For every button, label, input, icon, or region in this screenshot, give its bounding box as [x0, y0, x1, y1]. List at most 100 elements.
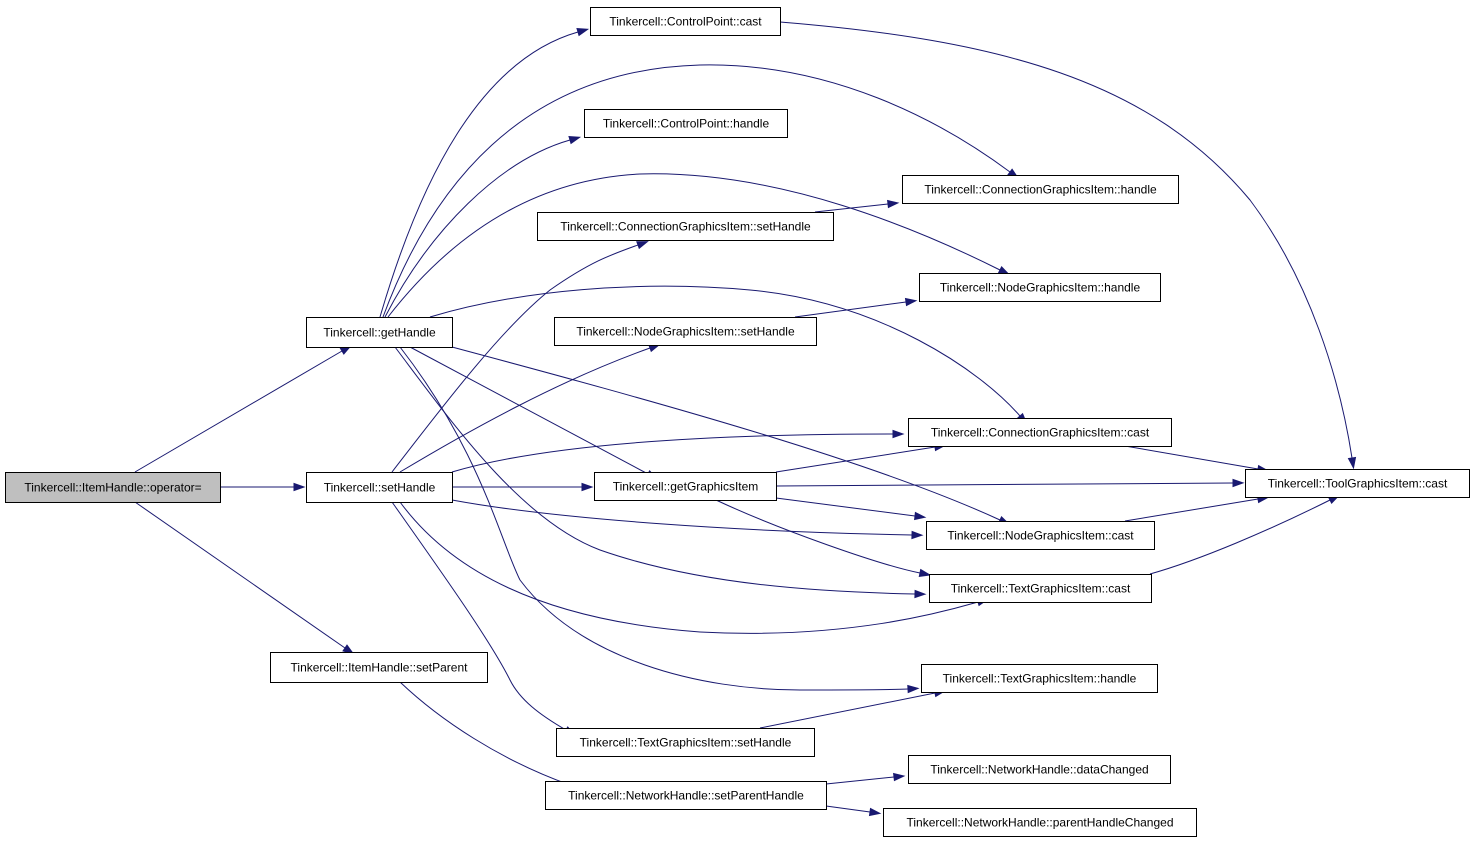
- arrowhead: [911, 530, 924, 540]
- node-cpHandle[interactable]: Tinkercell::ControlPoint::handle: [584, 109, 788, 138]
- edge-line: [451, 499, 913, 536]
- node-box: [556, 728, 815, 757]
- node-box: [270, 652, 488, 683]
- node-box: [545, 781, 827, 810]
- node-box: [929, 574, 1152, 603]
- edge-line: [134, 501, 346, 649]
- edge-line: [399, 681, 571, 786]
- arrowhead: [576, 28, 590, 37]
- node-box: [902, 175, 1179, 204]
- node-cgiSetHandle[interactable]: Tinkercell::ConnectionGraphicsItem::setH…: [537, 212, 834, 241]
- node-label: Tinkercell::ItemHandle::operator=: [24, 481, 201, 495]
- arrowhead: [1232, 478, 1245, 488]
- edge-line: [1149, 499, 1331, 575]
- edge-setHandle-to-ngiCast: [451, 499, 924, 540]
- node-toolCast[interactable]: Tinkercell::ToolGraphicsItem::cast: [1245, 469, 1470, 498]
- edge-getGraphicsItem-to-ngiCast: [775, 497, 927, 521]
- node-label: Tinkercell::NodeGraphicsItem::handle: [940, 281, 1141, 295]
- arrowhead: [887, 199, 900, 209]
- node-box: [908, 418, 1172, 447]
- node-cgiHandle[interactable]: Tinkercell::ConnectionGraphicsItem::hand…: [902, 175, 1179, 204]
- node-box: [594, 472, 777, 501]
- node-nhParentHandleChanged[interactable]: Tinkercell::NetworkHandle::parentHandleC…: [883, 808, 1197, 837]
- edges-layer: [134, 21, 1357, 817]
- edge-cpCast-to-toolCast: [779, 21, 1357, 470]
- node-op[interactable]: Tinkercell::ItemHandle::operator=: [5, 472, 221, 503]
- node-label: Tinkercell::NetworkHandle::dataChanged: [930, 763, 1148, 777]
- edge-line: [391, 501, 567, 731]
- node-setParent[interactable]: Tinkercell::ItemHandle::setParent: [270, 652, 488, 683]
- edge-ngiSetHandle-to-ngiHandle: [794, 297, 918, 318]
- node-label: Tinkercell::ControlPoint::cast: [609, 15, 762, 29]
- edge-line: [451, 346, 1001, 521]
- node-tgiHandle[interactable]: Tinkercell::TextGraphicsItem::handle: [921, 664, 1158, 693]
- node-getGraphicsItem[interactable]: Tinkercell::getGraphicsItem: [594, 472, 777, 501]
- node-cgiCast[interactable]: Tinkercell::ConnectionGraphicsItem::cast: [908, 418, 1172, 447]
- node-ngiSetHandle[interactable]: Tinkercell::NodeGraphicsItem::setHandle: [554, 317, 817, 346]
- edge-setHandle-to-cgiCast: [451, 429, 905, 473]
- node-label: Tinkercell::ToolGraphicsItem::cast: [1268, 477, 1448, 491]
- edge-line: [379, 31, 579, 318]
- edge-getHandle-to-tgiCast: [394, 346, 927, 599]
- arrowhead: [914, 589, 927, 599]
- edge-getHandle-to-cpHandle: [384, 136, 582, 318]
- node-label: Tinkercell::ConnectionGraphicsItem::hand…: [924, 183, 1157, 197]
- edge-ngiCast-to-toolCast: [1124, 494, 1270, 522]
- node-box: [537, 212, 834, 241]
- node-box: [306, 472, 453, 503]
- arrowhead: [918, 568, 932, 577]
- arrowhead: [636, 241, 649, 250]
- edge-line: [825, 805, 871, 813]
- edge-line: [387, 173, 1001, 318]
- node-nhSetParentHandle[interactable]: Tinkercell::NetworkHandle::setParentHand…: [545, 781, 827, 810]
- node-getHandle[interactable]: Tinkercell::getHandle: [306, 317, 453, 348]
- node-label: Tinkercell::setHandle: [324, 481, 436, 495]
- node-nhDataChanged[interactable]: Tinkercell::NetworkHandle::dataChanged: [908, 755, 1171, 784]
- node-label: Tinkercell::NodeGraphicsItem::setHandle: [576, 325, 795, 339]
- edge-line: [409, 346, 649, 475]
- node-box: [590, 7, 781, 36]
- edge-getGraphicsItem-to-cgiCast: [775, 442, 947, 473]
- edge-setHandle-to-ngiSetHandle: [399, 344, 661, 473]
- arrowhead: [1347, 456, 1357, 470]
- node-box: [921, 664, 1158, 693]
- edge-line: [1124, 445, 1259, 470]
- node-label: Tinkercell::ConnectionGraphicsItem::cast: [931, 426, 1150, 440]
- node-label: Tinkercell::NetworkHandle::parentHandleC…: [906, 816, 1173, 830]
- node-label: Tinkercell::NodeGraphicsItem::cast: [947, 529, 1134, 543]
- node-tgiSetHandle[interactable]: Tinkercell::TextGraphicsItem::setHandle: [556, 728, 815, 757]
- node-setHandle[interactable]: Tinkercell::setHandle: [306, 472, 453, 503]
- arrowhead: [904, 297, 918, 307]
- node-label: Tinkercell::TextGraphicsItem::cast: [951, 582, 1131, 596]
- node-cpCast[interactable]: Tinkercell::ControlPoint::cast: [590, 7, 781, 36]
- edge-line: [399, 347, 651, 473]
- node-label: Tinkercell::NetworkHandle::setParentHand…: [568, 789, 804, 803]
- arrowhead: [914, 511, 927, 521]
- edge-line: [394, 346, 916, 595]
- node-ngiCast[interactable]: Tinkercell::NodeGraphicsItem::cast: [926, 521, 1155, 550]
- edge-nhSetParentHandle-to-nhDataChanged: [825, 772, 906, 785]
- edge-line: [775, 446, 936, 473]
- arrowhead: [581, 482, 594, 492]
- edge-setParent-to-nhSetParentHandle: [399, 681, 581, 789]
- edge-op-to-getHandle: [134, 345, 352, 473]
- arrowhead: [868, 807, 882, 817]
- node-label: Tinkercell::TextGraphicsItem::handle: [943, 672, 1137, 686]
- node-box: [926, 521, 1155, 550]
- node-ngiHandle[interactable]: Tinkercell::NodeGraphicsItem::handle: [919, 273, 1161, 302]
- node-box: [919, 273, 1161, 302]
- edge-setHandle-to-getGraphicsItem: [452, 482, 594, 492]
- edge-line: [384, 139, 571, 318]
- edge-line: [1124, 498, 1259, 522]
- node-label: Tinkercell::ItemHandle::setParent: [291, 661, 469, 675]
- node-label: Tinkercell::ConnectionGraphicsItem::setH…: [560, 220, 811, 234]
- node-tgiCast[interactable]: Tinkercell::TextGraphicsItem::cast: [929, 574, 1152, 603]
- node-label: Tinkercell::getHandle: [323, 326, 436, 340]
- node-box: [883, 808, 1197, 837]
- edge-op-to-setParent: [134, 501, 355, 655]
- edge-line: [451, 433, 894, 473]
- arrowhead: [907, 684, 920, 694]
- edge-line: [391, 244, 639, 473]
- arrowhead: [893, 772, 906, 782]
- node-box: [584, 109, 788, 138]
